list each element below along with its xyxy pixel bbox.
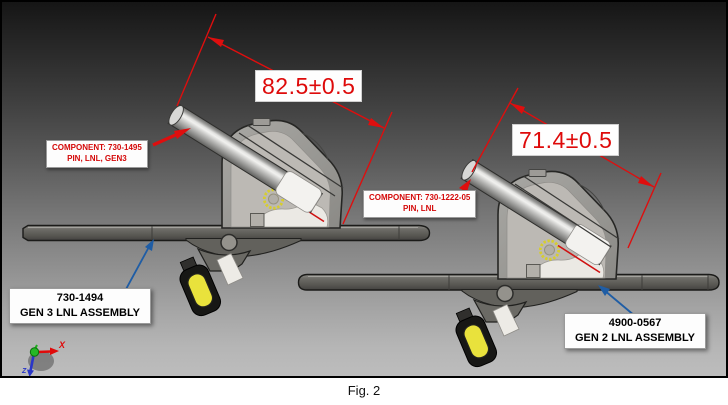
- assembly-label-gen3: 730-1494 GEN 3 LNL ASSEMBLY: [9, 288, 152, 324]
- gen3-label-arrow: [124, 239, 154, 292]
- component-callout-gen2: COMPONENT: 730-1222-05 PIN, LNL: [363, 190, 477, 218]
- x-axis-arrow: [36, 350, 52, 354]
- z-axis-arrow: [29, 355, 35, 372]
- gen3-callout-arrow: [152, 128, 191, 147]
- dimension-value-gen2: 71.4±0.5: [512, 124, 620, 156]
- assembly-label-gen3-name: GEN 3 LNL ASSEMBLY: [20, 306, 141, 319]
- x-axis-arrowhead: [50, 347, 59, 355]
- component-callout-gen3-line2: PIN, LNL, GEN3: [67, 153, 127, 163]
- z-axis-label: Z: [21, 368, 27, 375]
- component-callout-gen2-line2: PIN, LNL: [403, 203, 437, 213]
- z-axis-arrowhead: [27, 369, 34, 376]
- assembly-label-gen2: 4900-0567 GEN 2 LNL ASSEMBLY: [564, 313, 707, 349]
- assembly-label-gen2-name: GEN 2 LNL ASSEMBLY: [575, 331, 696, 344]
- dimension-value-gen3: 82.5±0.5: [255, 70, 363, 102]
- axis-triad: X Z: [21, 340, 66, 376]
- cad-viewport: X Z 82.5±0.5 71.4±0.5 COMPONENT: 730-149…: [0, 0, 728, 378]
- assembly-label-gen3-part-number: 730-1494: [56, 292, 104, 304]
- triad-origin-ball: [29, 347, 40, 357]
- x-axis-label: X: [58, 340, 66, 350]
- figure-caption: Fig. 2: [347, 383, 381, 398]
- gen3-crossbar: [22, 224, 431, 242]
- component-callout-gen3: COMPONENT: 730-1495 PIN, LNL, GEN3: [46, 140, 148, 168]
- gen2-label-arrow: [598, 285, 636, 317]
- component-callout-gen3-line1: COMPONENT: 730-1495: [52, 143, 142, 152]
- assembly-label-gen2-part-number: 4900-0567: [608, 317, 662, 329]
- component-callout-gen2-line1: COMPONENT: 730-1222-05: [369, 193, 471, 202]
